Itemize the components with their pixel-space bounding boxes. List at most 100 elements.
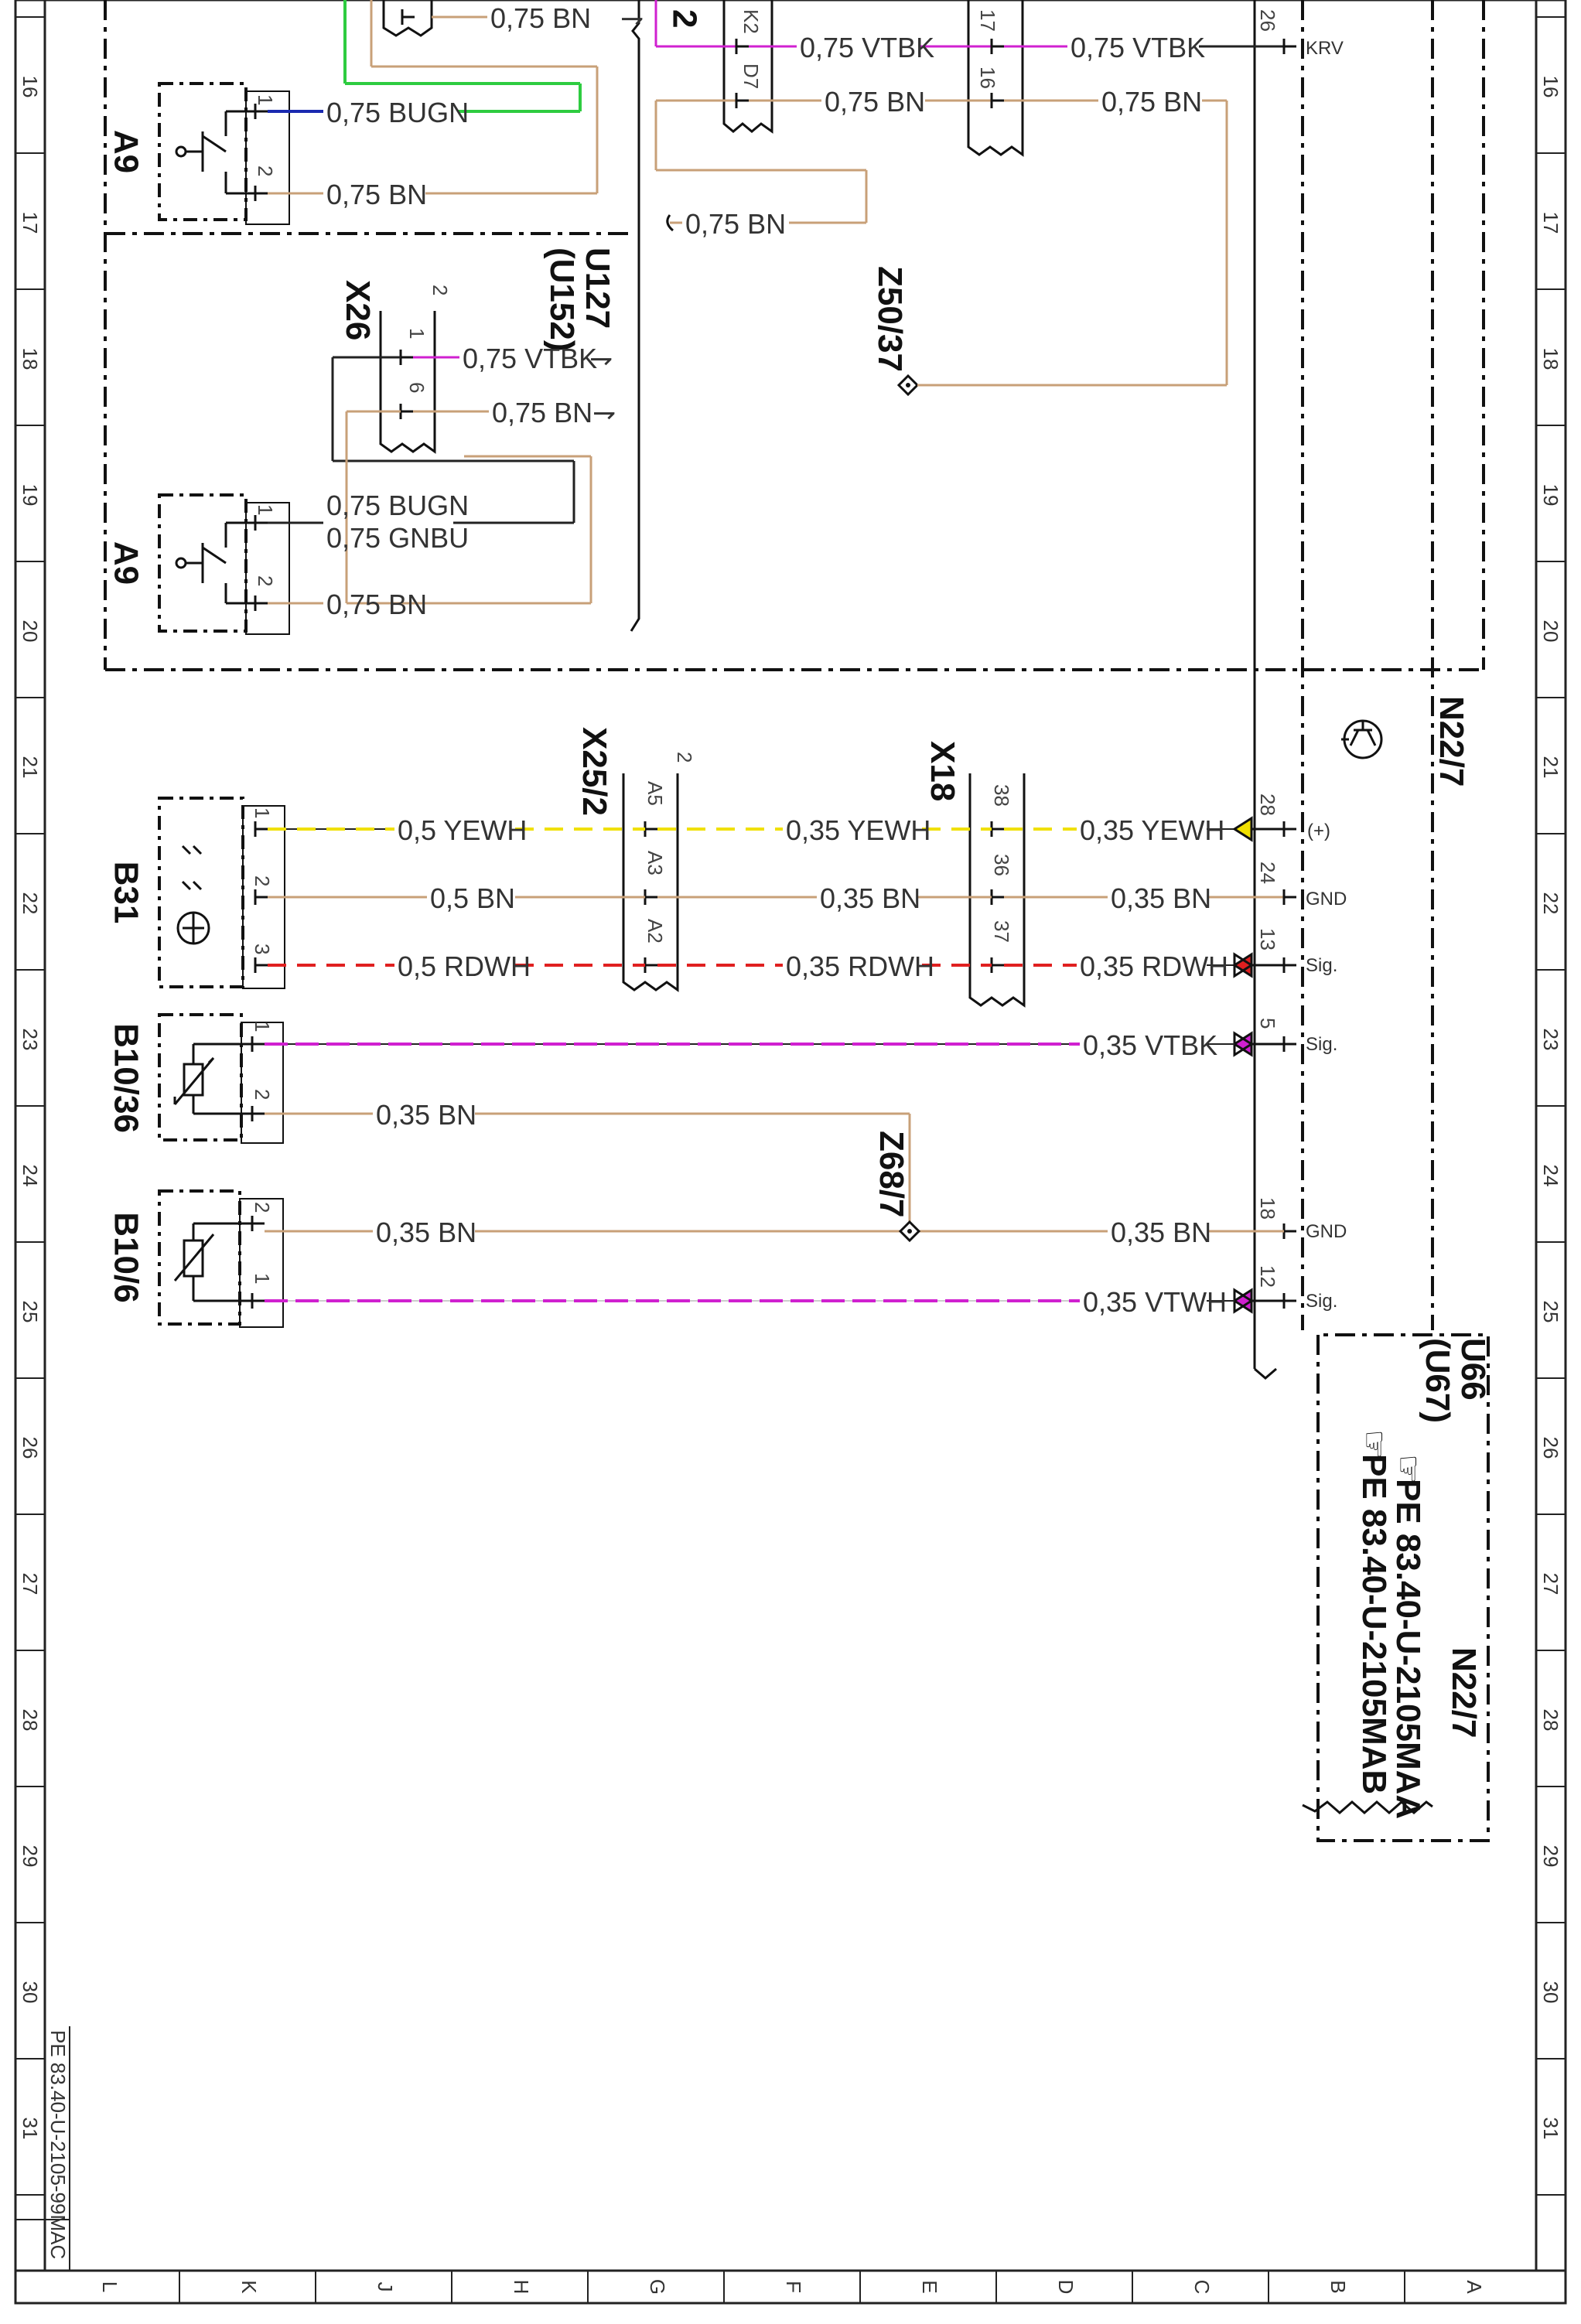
row-number-right: 20 bbox=[1539, 620, 1562, 643]
row-number-right: 26 bbox=[1539, 1437, 1562, 1459]
row-number-left: 19 bbox=[19, 484, 42, 507]
x25-2-connector: X25/2 2 A5 A3 A2 bbox=[575, 727, 696, 992]
pin-number: 26 bbox=[1256, 9, 1279, 32]
z50-37-ground-point: Z50/37 bbox=[871, 266, 925, 397]
wire-label: 0,35 RDWH bbox=[786, 950, 934, 982]
row-number-right: 18 bbox=[1539, 348, 1562, 370]
wire-label: 0,35 BN bbox=[1111, 882, 1211, 914]
pin-number: 24 bbox=[1256, 862, 1279, 884]
pin-number: 1 bbox=[254, 504, 277, 515]
b10-36-wire-labels: 0,35 VTBK 0,35 BN bbox=[376, 1029, 1217, 1131]
pin-number: 13 bbox=[1256, 928, 1279, 950]
pin-label: GND bbox=[1306, 889, 1347, 909]
pin-number: 12 bbox=[1256, 1265, 1279, 1288]
harness-bus bbox=[630, 0, 1277, 1380]
u66-block: U66 (U67) N22/7 ☞ PE 83.40-U-2105MAA ☞ P… bbox=[1302, 1338, 1492, 1819]
reference-link: PE 83.40-U-2105MAA bbox=[1389, 1479, 1427, 1819]
column-letter: H bbox=[510, 2280, 533, 2295]
pin-number: 18 bbox=[1256, 1197, 1279, 1220]
column-letter: J bbox=[374, 2282, 397, 2292]
connector-label: X26 bbox=[339, 280, 377, 340]
a9-lower-wire-labels: 0,75 BUGN 0,75 GNBU 0,75 BN bbox=[326, 490, 469, 620]
b31-sensor: B31 1 2 3 bbox=[107, 797, 285, 989]
pin-number: K2 bbox=[739, 9, 763, 34]
wire-label: 0,35 VTWH bbox=[1083, 1286, 1227, 1318]
row-number-right: 22 bbox=[1539, 892, 1562, 915]
component-label: A9 bbox=[107, 541, 145, 585]
transistor-icon bbox=[1341, 719, 1383, 759]
row-number-right: 25 bbox=[1539, 1301, 1562, 1323]
pin-label: Sig. bbox=[1306, 955, 1337, 976]
row-number-left: 18 bbox=[19, 348, 42, 370]
row-numbers: 16 16 17 17 18 18 19 19 20 20 21 21 22 2… bbox=[19, 76, 1562, 2140]
column-letters: L K J H G F E D C B A bbox=[98, 2279, 1486, 2295]
b31-wires bbox=[268, 828, 1284, 967]
pin-number: 2 bbox=[673, 752, 696, 763]
reference-link-icon: ☞ bbox=[1389, 1454, 1427, 1484]
pin-label: (+) bbox=[1307, 821, 1330, 841]
pin-number: A2 bbox=[644, 919, 667, 944]
a9-lower-wires bbox=[268, 521, 574, 605]
b31-wire-labels: 0,5 YEWH 0,5 BN 0,5 RDWH 0,35 YEWH 0,35 … bbox=[398, 814, 1228, 982]
wire-label: 0,35 BN bbox=[376, 1099, 476, 1131]
pin-number: 36 bbox=[990, 854, 1013, 876]
b10-6-wire-labels: 0,35 BN 0,35 BN 0,35 VTWH bbox=[376, 1217, 1227, 1318]
pin-number: 1 bbox=[251, 1021, 274, 1032]
column-letter: D bbox=[1054, 2280, 1077, 2295]
pin-label: KRV bbox=[1306, 38, 1344, 59]
module-label: (U67) bbox=[1419, 1338, 1456, 1423]
n22-7-input-pins: 28 24 13 5 18 12 (+) GND Sig. Sig. GND S… bbox=[1232, 793, 1347, 1314]
resistor-icon bbox=[173, 1222, 252, 1302]
row-number-left: 23 bbox=[19, 1029, 42, 1051]
connector-label: X25/2 bbox=[575, 727, 613, 816]
row-number-left: 21 bbox=[19, 756, 42, 779]
row-number-left: 26 bbox=[19, 1437, 42, 1459]
wire-label: 0,75 VTBK bbox=[463, 343, 597, 374]
pin-number: 1 bbox=[251, 1273, 274, 1284]
row-number-left: 22 bbox=[19, 892, 42, 915]
footer-block: PE 83.40-U-2105-99MAC bbox=[15, 2026, 70, 2271]
wire-label: 0,75 BN bbox=[1101, 86, 1202, 118]
marker-label: 2 bbox=[665, 9, 703, 28]
pin-number: 2 bbox=[251, 875, 274, 886]
wire-label: 0,35 BN bbox=[820, 882, 920, 914]
wire-label: 0,35 VTBK bbox=[1083, 1029, 1217, 1061]
wire-label: 0,75 BUGN bbox=[326, 97, 469, 128]
module-label: N22/7 bbox=[1432, 696, 1470, 787]
column-letter: B bbox=[1327, 2280, 1350, 2293]
ground-label: Z50/37 bbox=[871, 266, 909, 372]
thermistor-icon bbox=[173, 1043, 252, 1115]
wire-label: 0,75 VTBK bbox=[1071, 32, 1205, 63]
module-label: N22/7 bbox=[1445, 1647, 1483, 1738]
row-number-right: 27 bbox=[1539, 1573, 1562, 1595]
arrow-glyph: ⇁ bbox=[589, 343, 613, 374]
component-label: B10/6 bbox=[107, 1212, 145, 1302]
row-number-left: 25 bbox=[19, 1301, 42, 1323]
row-ticks bbox=[15, 16, 1566, 2196]
n22-7-module-area: N22/7 bbox=[1341, 696, 1470, 787]
pin-number: 37 bbox=[990, 920, 1013, 943]
column-letter: F bbox=[782, 2281, 805, 2293]
pin-number: 2 bbox=[254, 166, 277, 176]
module-label: U66 bbox=[1454, 1338, 1492, 1401]
row-number-right: 29 bbox=[1539, 1845, 1562, 1868]
footer-document-code: PE 83.40-U-2105-99MAC bbox=[46, 2030, 70, 2259]
wire-label: 0,75 BN bbox=[490, 2, 591, 34]
wire-label: 0,5 YEWH bbox=[398, 814, 527, 846]
pin-number: 2 bbox=[429, 285, 452, 295]
row-number-right: 30 bbox=[1539, 1981, 1562, 2004]
light-sensor-icon bbox=[176, 845, 210, 945]
row-number-right: 17 bbox=[1539, 212, 1562, 234]
wire-label: 0,35 BN bbox=[376, 1217, 476, 1248]
x26-wire-labels: 0,75 VTBK 0,75 BN ⇁ ⇁ bbox=[463, 343, 616, 428]
a9-upper-wires bbox=[268, 0, 599, 195]
wire-label: 0,75 BN bbox=[825, 86, 925, 118]
row-number-right: 28 bbox=[1539, 1709, 1562, 1732]
a9-lower-switch: A9 1 2 bbox=[107, 493, 290, 635]
wire-label: 0,35 BN bbox=[1111, 1217, 1211, 1248]
row-number-right: 21 bbox=[1539, 756, 1562, 779]
component-label: B31 bbox=[107, 862, 145, 924]
column-letter: L bbox=[98, 2281, 121, 2292]
wire-label: 0,35 YEWH bbox=[786, 814, 931, 846]
